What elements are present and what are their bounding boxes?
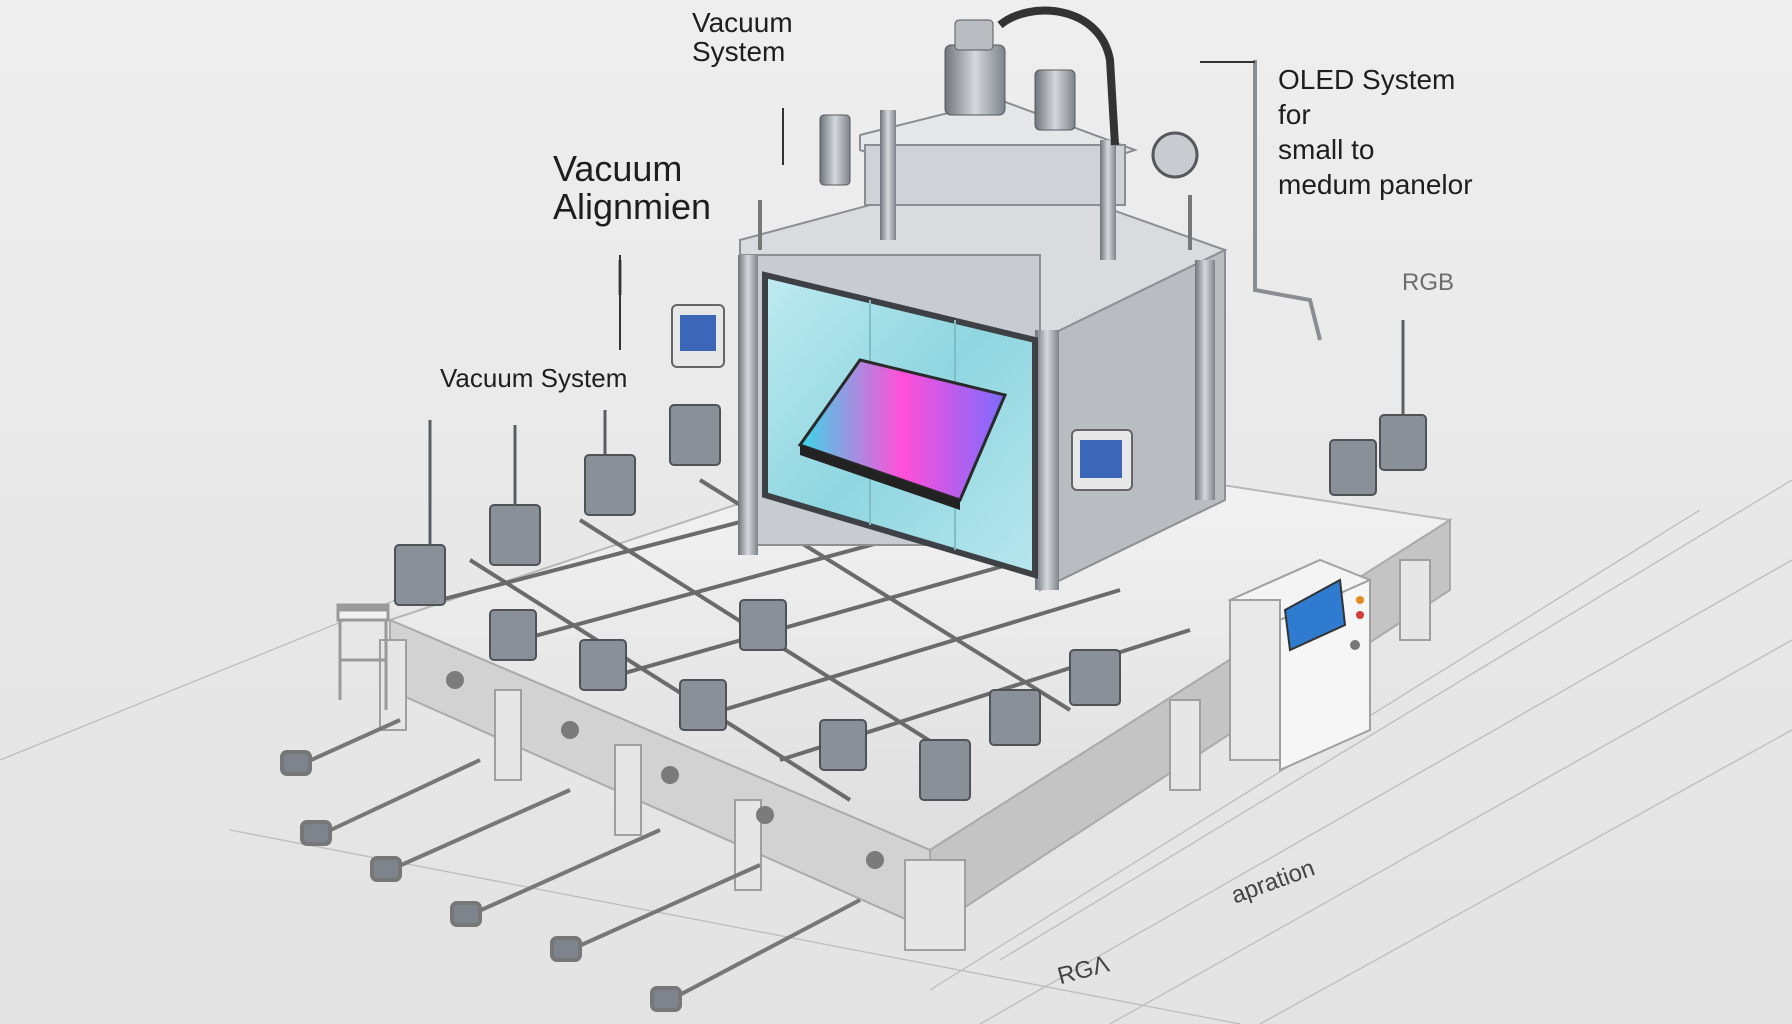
label-rgb-right: RGB: [1402, 269, 1455, 296]
cabinet-screen: [1283, 578, 1347, 652]
gas-pipe: [1253, 60, 1322, 341]
robot-modules: [394, 404, 1427, 801]
oled-panel: [797, 358, 1008, 502]
vacuum-head: [758, 6, 1199, 260]
control-cabinet: [1227, 558, 1373, 772]
operator-stool: [336, 603, 390, 710]
oled-chamber-window: [762, 271, 1038, 580]
label-vacuum-system-top: Vacuum System: [692, 7, 793, 68]
label-leaders: [619, 108, 784, 350]
floor-arms: [280, 718, 861, 1012]
label-oled-system: OLED System for small to medum panelor: [1278, 64, 1473, 200]
side-monitors: [671, 304, 1133, 491]
label-vacuum-system-left: Vacuum System: [440, 363, 628, 393]
label-vacuum-alignment: Vacuum Alignmien: [553, 148, 712, 227]
